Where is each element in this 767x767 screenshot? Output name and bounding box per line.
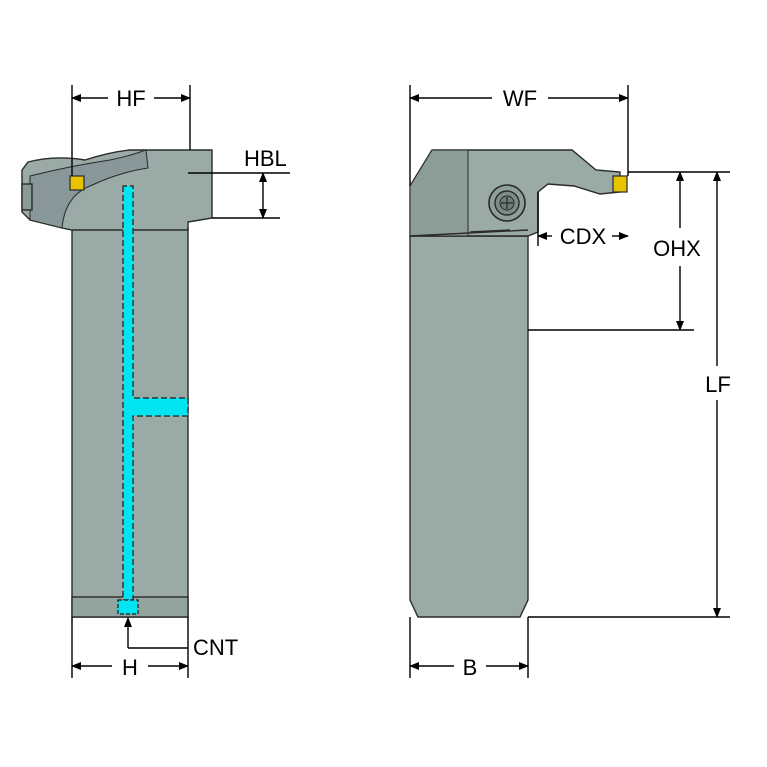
- side-view: WF CDX OHX LF B: [409, 85, 731, 680]
- dim-lf: LF: [705, 372, 731, 397]
- dim-cdx: CDX: [560, 224, 607, 249]
- side-insert-tip: [612, 175, 628, 193]
- dim-hbl: HBL: [244, 146, 287, 171]
- front-clamp-block: [21, 183, 33, 211]
- dim-ohx: OHX: [653, 236, 701, 261]
- front-view: HF HBL H CNT: [21, 85, 290, 680]
- dim-cnt: CNT: [193, 635, 238, 660]
- dim-h: H: [122, 655, 138, 680]
- dim-wf: WF: [503, 86, 537, 111]
- coolant-channel: [117, 185, 189, 615]
- front-insert-tip: [69, 175, 85, 191]
- dim-b: B: [463, 655, 478, 680]
- front-head-groove: [29, 149, 149, 229]
- side-head-face: [409, 149, 469, 237]
- screw-icon: [488, 184, 526, 222]
- side-shank: [409, 235, 529, 618]
- dim-hf: HF: [116, 86, 145, 111]
